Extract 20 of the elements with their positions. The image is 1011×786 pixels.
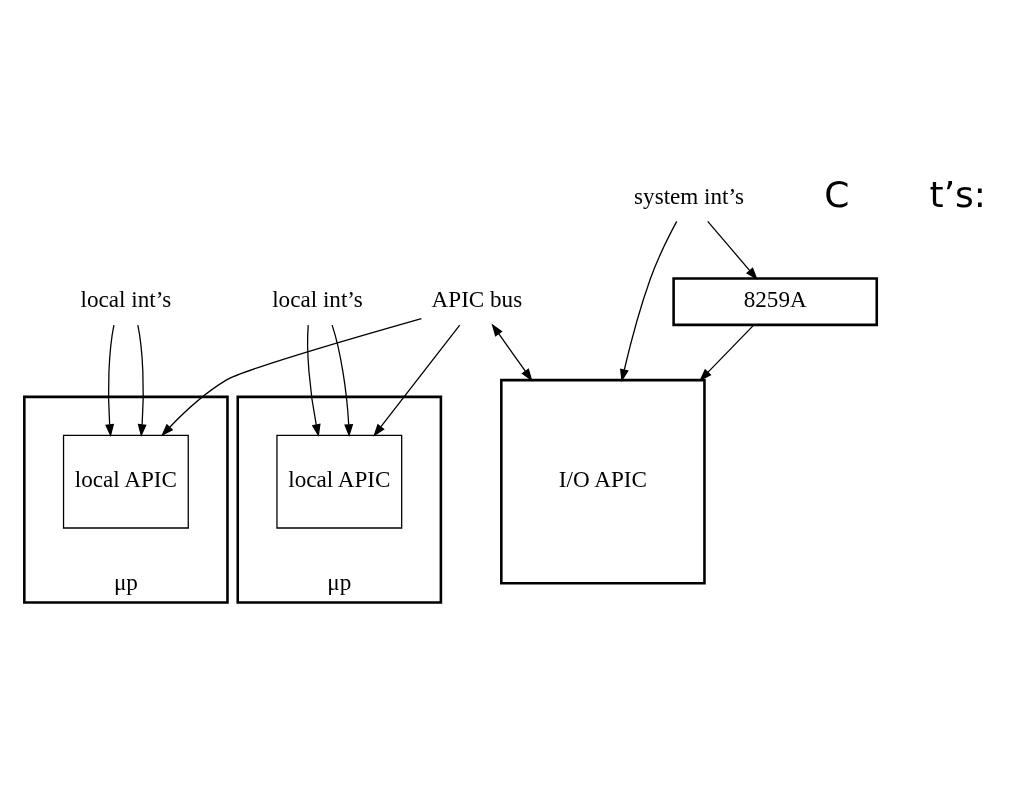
label: t’s: bbox=[929, 174, 986, 216]
node-box: I/O APIC bbox=[500, 378, 706, 585]
node-text: APIC bus bbox=[431, 286, 523, 313]
node-box: 8259A bbox=[672, 277, 879, 327]
label: C bbox=[824, 174, 850, 216]
arrow bbox=[707, 220, 758, 281]
arrow bbox=[373, 324, 461, 437]
arrow bbox=[137, 324, 147, 438]
arrow bbox=[331, 324, 354, 438]
node-text: system int’s bbox=[634, 182, 744, 209]
node-box: local APIC bbox=[276, 434, 403, 529]
arrow bbox=[161, 317, 423, 437]
arrow bbox=[491, 323, 533, 382]
arrow bbox=[105, 324, 115, 438]
arrow bbox=[699, 324, 755, 382]
arrow bbox=[620, 220, 678, 382]
node-text: local int’s bbox=[272, 286, 363, 313]
node-box: local APIC bbox=[62, 434, 189, 529]
arrow bbox=[306, 324, 321, 438]
node-text: local int’s bbox=[80, 286, 172, 313]
